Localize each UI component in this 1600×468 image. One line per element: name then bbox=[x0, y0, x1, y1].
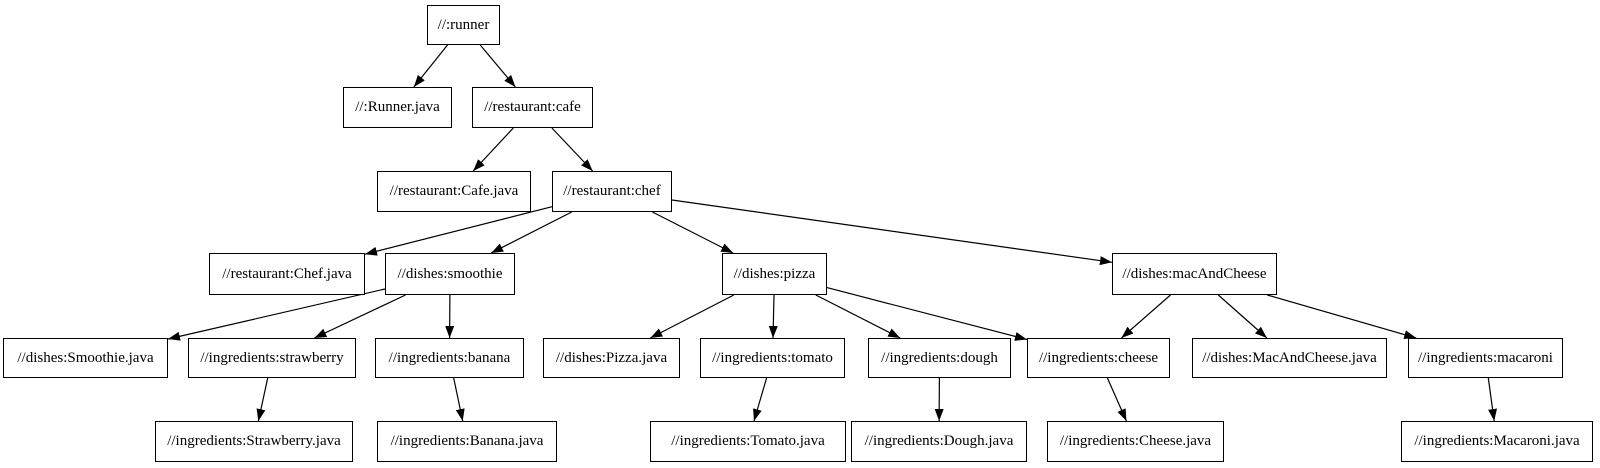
graph-node-mac-and-cheese-java: //dishes:MacAndCheese.java bbox=[1192, 338, 1387, 378]
graph-edge-chef-to-smoothie bbox=[490, 211, 572, 254]
graph-node-label: //restaurant:Cafe.java bbox=[389, 183, 519, 199]
graph-edge-runner-to-runner-java bbox=[413, 44, 448, 88]
graph-node-label: //dishes:Pizza.java bbox=[555, 349, 668, 366]
graph-edge-chef-to-pizza bbox=[652, 211, 734, 254]
graph-node-runner-java: //:Runner.java bbox=[343, 87, 452, 128]
graph-node-label: //dishes:smoothie bbox=[397, 265, 503, 282]
graph-edge-macaroni-to-macaroni-java bbox=[1487, 377, 1498, 422]
graph-node-tomato: //ingredients:tomato bbox=[700, 338, 845, 378]
graph-edge-banana-to-banana-java bbox=[453, 377, 465, 422]
graph-node-label: //ingredients:Banana.java bbox=[390, 433, 544, 449]
graph-edge-mac-and-cheese-to-cheese bbox=[1121, 294, 1171, 339]
graph-node-smoothie: //dishes:smoothie bbox=[385, 253, 515, 295]
graph-node-label: //:Runner.java bbox=[355, 99, 440, 115]
graph-edge-cafe-to-chef bbox=[551, 127, 594, 172]
graph-node-strawberry-java: //ingredients:Strawberry.java bbox=[155, 421, 353, 462]
graph-node-cheese: //ingredients:cheese bbox=[1027, 338, 1170, 378]
graph-node-banana-java: //ingredients:Banana.java bbox=[377, 421, 557, 462]
graph-node-label: //ingredients:banana bbox=[388, 349, 511, 366]
graph-node-chef: //restaurant:chef bbox=[552, 171, 672, 212]
graph-node-chef-java: //restaurant:Chef.java bbox=[209, 253, 365, 295]
graph-node-dough: //ingredients:dough bbox=[868, 338, 1011, 378]
graph-edge-pizza-to-pizza-java bbox=[650, 294, 735, 339]
edge-group bbox=[167, 44, 1498, 422]
graph-node-tomato-java: //ingredients:Tomato.java bbox=[650, 421, 846, 462]
graph-node-macaroni: //ingredients:macaroni bbox=[1408, 338, 1563, 378]
graph-node-label: //ingredients:cheese bbox=[1038, 349, 1159, 366]
graph-node-pizza-java: //dishes:Pizza.java bbox=[543, 338, 680, 378]
graph-node-pizza: //dishes:pizza bbox=[722, 253, 827, 295]
graph-node-label: //dishes:Smoothie.java bbox=[17, 349, 154, 366]
graph-edge-smoothie-to-strawberry bbox=[314, 294, 406, 339]
graph-edge-runner-to-cafe bbox=[479, 44, 516, 88]
graph-node-label: //ingredients:Cheese.java bbox=[1059, 433, 1212, 449]
graph-node-label: //restaurant:Chef.java bbox=[222, 265, 352, 282]
graph-edge-mac-and-cheese-to-mac-and-cheese-java bbox=[1217, 294, 1268, 339]
graph-edge-strawberry-to-strawberry-java bbox=[256, 377, 269, 422]
graph-node-label: //ingredients:Dough.java bbox=[864, 433, 1014, 449]
graph-node-label: //ingredients:tomato bbox=[712, 349, 833, 366]
graph-edge-cheese-to-cheese-java bbox=[1106, 377, 1127, 422]
graph-node-cheese-java: //ingredients:Cheese.java bbox=[1047, 421, 1224, 462]
graph-edge-tomato-to-tomato-java bbox=[753, 377, 768, 422]
graph-node-label: //dishes:pizza bbox=[733, 265, 816, 282]
graph-edge-mac-and-cheese-to-macaroni bbox=[1267, 294, 1417, 339]
graph-node-label: //ingredients:strawberry bbox=[200, 349, 344, 366]
graph-node-label: //:runner bbox=[437, 16, 490, 33]
graph-edge-pizza-to-cheese bbox=[826, 287, 1028, 341]
graph-node-strawberry: //ingredients:strawberry bbox=[188, 338, 356, 378]
graph-node-label: //ingredients:Tomato.java bbox=[671, 433, 825, 449]
graph-node-label: //dishes:MacAndCheese.java bbox=[1202, 349, 1377, 366]
graph-node-banana: //ingredients:banana bbox=[375, 338, 524, 378]
graph-node-label: //ingredients:Strawberry.java bbox=[167, 433, 341, 449]
graph-node-label: //dishes:macAndCheese bbox=[1122, 265, 1267, 282]
graph-edge-cafe-to-cafe-java bbox=[472, 127, 514, 172]
graph-node-cafe-java: //restaurant:Cafe.java bbox=[377, 171, 531, 212]
graph-node-mac-and-cheese: //dishes:macAndCheese bbox=[1112, 253, 1277, 295]
graph-node-label: //ingredients:dough bbox=[881, 349, 998, 366]
graph-edge-pizza-to-tomato bbox=[768, 294, 778, 339]
graph-edge-pizza-to-dough bbox=[815, 294, 901, 339]
graph-node-runner: //:runner bbox=[427, 5, 500, 45]
graph-edge-chef-to-mac-and-cheese bbox=[671, 199, 1113, 266]
graph-node-macaroni-java: //ingredients:Macaroni.java bbox=[1401, 421, 1593, 462]
graph-node-smoothie-java: //dishes:Smoothie.java bbox=[3, 338, 168, 378]
graph-edge-chef-to-chef-java bbox=[364, 206, 553, 256]
graph-node-cafe: //restaurant:cafe bbox=[472, 87, 593, 128]
graph-node-dough-java: //ingredients:Dough.java bbox=[851, 421, 1027, 462]
graph-node-label: //ingredients:Macaroni.java bbox=[1414, 433, 1580, 449]
graph-edge-smoothie-to-smoothie-java bbox=[167, 288, 386, 341]
graph-node-label: //ingredients:macaroni bbox=[1418, 349, 1553, 366]
graph-node-label: //restaurant:cafe bbox=[484, 99, 581, 115]
graph-node-label: //restaurant:chef bbox=[563, 183, 661, 199]
